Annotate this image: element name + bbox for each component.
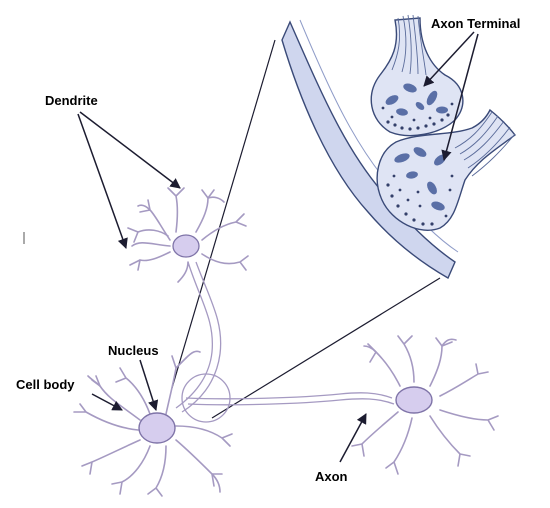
nucleus-label: Nucleus [108, 343, 159, 358]
axon-terminal-label: Axon Terminal [431, 16, 520, 31]
nucleus-arrow [139, 359, 159, 412]
upper-dendrites [127, 187, 249, 283]
dendrite-arrow-1 [79, 111, 181, 189]
upper-nucleus [172, 234, 200, 258]
labels: Dendrite Axon Terminal Nucleus Cell body… [16, 16, 520, 484]
axon-label: Axon [315, 469, 348, 484]
upper-axon [175, 261, 222, 413]
lower-right-nucleus [395, 386, 433, 414]
axon-terminal-arrow-1 [423, 31, 475, 87]
lower-right-neuron [351, 335, 499, 475]
zoom-lines [171, 39, 441, 419]
main-axon [181, 373, 395, 423]
dendrite-arrow-2 [77, 113, 128, 249]
cell-body-label: Cell body [16, 377, 75, 392]
lower-left-nucleus [138, 412, 176, 444]
postsynaptic-membrane [281, 20, 456, 279]
cell-body-arrow [91, 393, 123, 411]
synapse-inset [281, 14, 516, 279]
dendrite-label: Dendrite [45, 93, 98, 108]
pointer-arrows [77, 31, 479, 463]
upper-neuron [127, 187, 249, 283]
lower-left-neuron [73, 350, 233, 497]
axon-terminal-upper [370, 14, 464, 137]
axon-arrow [339, 413, 367, 463]
axon-terminal-arrow-2 [441, 33, 479, 162]
axon-terminal-lower [376, 108, 516, 231]
